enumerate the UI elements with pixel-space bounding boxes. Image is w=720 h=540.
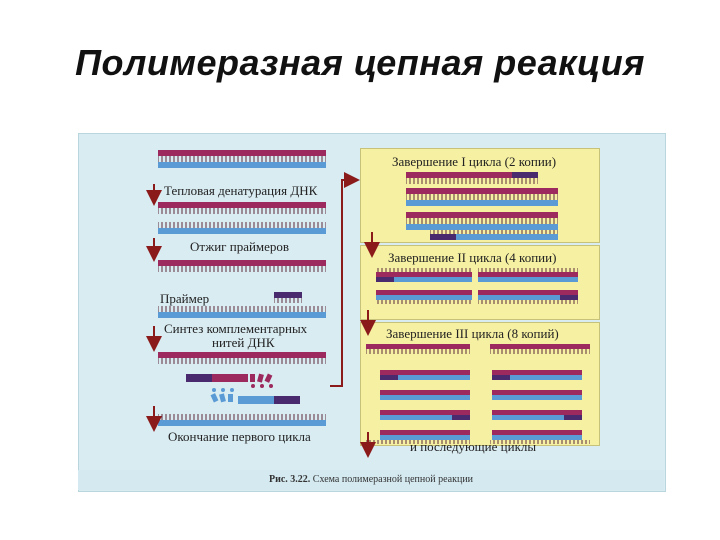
- panel-title-cycle-1: Завершение I цикла (2 копии): [392, 154, 557, 169]
- panel-cycle-3: [360, 322, 600, 446]
- label-annealing: Отжиг праймеров: [190, 239, 290, 254]
- caption-label: Рис. 3.22.: [268, 474, 311, 485]
- connector-arrow: [330, 172, 360, 387]
- cycle-1-copies: [406, 172, 558, 240]
- figure-caption: Рис. 3.22. Схема полимеразной цепной реа…: [78, 470, 664, 490]
- panel-title-cycle-2: Завершение II цикла (4 копии): [388, 250, 557, 265]
- synthesis-strands: [158, 352, 326, 426]
- denatured-strands: [158, 202, 326, 234]
- annealing-strands: [158, 260, 326, 318]
- label-denaturation: Тепловая денатурация ДНК: [164, 183, 318, 198]
- label-end-first-cycle: Окончание первого цикла: [168, 429, 311, 444]
- cycle-3-copies: [366, 344, 590, 444]
- label-synthesis-line1: Синтез комплементарных: [164, 321, 308, 336]
- caption-text: Схема полимеразной цепной реакции: [312, 474, 474, 485]
- panel-title-cycle-3: Завершение III цикла (8 копий): [386, 326, 559, 341]
- right-step-arrows: [360, 232, 380, 458]
- label-following-cycles: и последующие циклы: [410, 439, 537, 454]
- initial-dsdna: [158, 150, 326, 168]
- label-primer: Праймер: [160, 291, 210, 306]
- panel-cycle-2: [360, 245, 600, 320]
- label-synthesis-line2: нитей ДНК: [212, 335, 275, 350]
- slide-title: Полимеразная цепная реакция: [75, 42, 645, 83]
- cycle-2-copies: [376, 268, 578, 304]
